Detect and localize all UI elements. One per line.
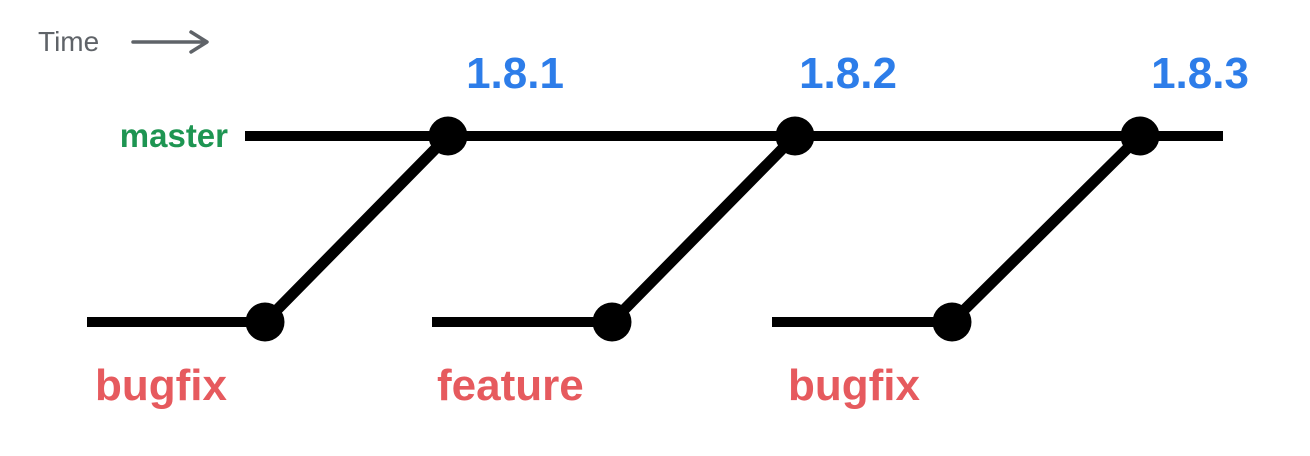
merge-line-bugfix-1	[259, 130, 454, 328]
commit-dot-bugfix-1	[245, 302, 285, 342]
commit-dot-feature	[592, 302, 632, 342]
release-label-1: 1.8.1	[466, 49, 564, 98]
merge-line-feature	[606, 130, 801, 328]
merge-line-bugfix-2	[946, 130, 1146, 328]
topic-branch-label-feature: feature	[437, 361, 584, 410]
topic-branch-label-bugfix-2: bugfix	[788, 361, 921, 410]
commit-dot-release-2	[775, 116, 815, 156]
time-axis-label: Time	[38, 26, 99, 57]
release-label-2: 1.8.2	[799, 49, 897, 98]
commit-dot-bugfix-2	[932, 302, 972, 342]
commit-dot-release-3	[1120, 116, 1160, 156]
master-branch-label: master	[120, 117, 228, 154]
topic-branch-label-bugfix-1: bugfix	[95, 361, 228, 410]
release-label-3: 1.8.3	[1151, 49, 1249, 98]
time-arrow-icon	[131, 30, 209, 54]
commit-dot-release-1	[428, 116, 468, 156]
